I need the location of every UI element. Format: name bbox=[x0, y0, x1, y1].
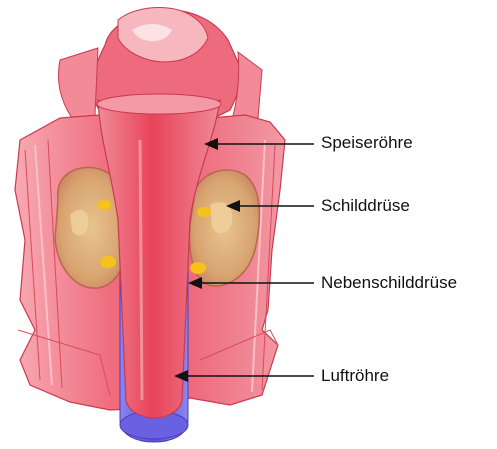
label-nebenschilddruese: Nebenschilddrüse bbox=[321, 273, 457, 293]
label-schilddruese: Schilddrüse bbox=[321, 196, 410, 216]
label-speiseroehre: Speiseröhre bbox=[321, 133, 413, 153]
label-luftroehre: Luftröhre bbox=[321, 366, 389, 386]
